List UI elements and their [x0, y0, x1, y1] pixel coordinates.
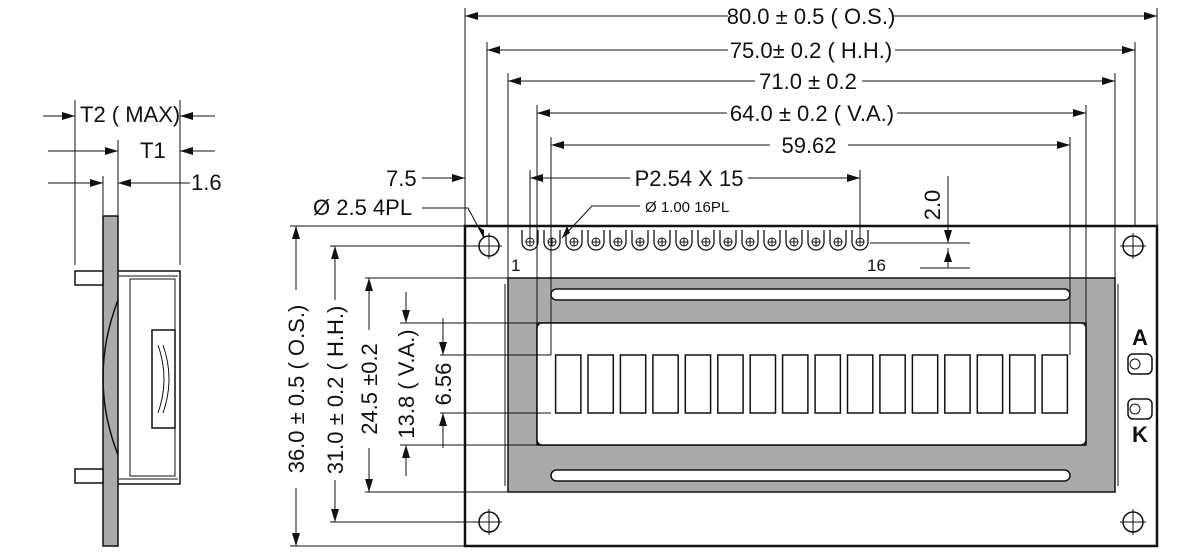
slot-top	[550, 288, 1071, 301]
pin-1-label: 1	[511, 256, 520, 275]
pin-top	[74, 270, 104, 286]
pin-pads	[521, 230, 869, 251]
character-cell	[554, 354, 582, 414]
backlight-cathode-pad	[1127, 398, 1153, 420]
character-cell	[976, 354, 1004, 414]
mount-hole-label: Ø 2.5 4PL	[313, 195, 412, 220]
pin-pad	[785, 230, 803, 251]
aa-width-label: 59.62	[781, 133, 836, 158]
viewing-area	[536, 322, 1087, 446]
character-cell	[587, 354, 615, 414]
pin-pad	[697, 230, 715, 251]
pin-pad	[587, 230, 605, 251]
pin-pad	[829, 230, 847, 251]
va-width-label: 64.0 ± 0.2 ( V.A.)	[730, 101, 894, 126]
hh-height-label: 31.0 ± 0.2 ( H.H.)	[323, 306, 348, 475]
pin-gap-label: 2.0	[920, 190, 945, 221]
t2-label: T2 ( MAX)	[80, 102, 180, 127]
hh-width-label: 75.0± 0.2 ( H.H.)	[730, 38, 892, 63]
aa-height-label: 6.56	[431, 363, 456, 406]
pcb-plate	[102, 215, 119, 547]
pcb-width-label: 71.0 ± 0.2	[759, 69, 857, 94]
horizontal-dimensions: 80.0 ± 0.5 ( O.S.) 75.0± 0.2 ( H.H.) 71.…	[313, 4, 1158, 355]
character-cell	[684, 354, 712, 414]
pin-pad	[719, 230, 737, 251]
character-cell	[879, 354, 906, 414]
t1-label: T1	[140, 138, 166, 163]
pcb-height-label: 24.5 ±0.2	[357, 343, 382, 435]
pin-pad	[543, 230, 561, 251]
pin-pad	[807, 230, 825, 251]
pin-pad	[565, 230, 583, 251]
bezel-inner	[129, 278, 176, 477]
hole-offset-label: 7.5	[386, 166, 417, 191]
character-cell	[846, 354, 874, 414]
pin-pad	[631, 230, 649, 251]
connector-spring	[157, 344, 165, 414]
mount-hole-bottom-right	[1120, 509, 1146, 535]
pin-pad	[675, 230, 693, 251]
character-cells	[554, 354, 1069, 414]
mount-hole-top-right	[1120, 233, 1146, 259]
vertical-dimensions: 36.0 ± 0.5 ( O.S.) 31.0 ± 0.2 ( H.H.) 24…	[284, 225, 551, 547]
backlight-anode-pad	[1127, 353, 1153, 375]
os-height-label: 36.0 ± 0.5 ( O.S.)	[284, 305, 309, 474]
bezel-edges	[118, 275, 178, 480]
character-cell	[911, 354, 939, 414]
character-cell	[749, 354, 777, 414]
pcb-outline	[463, 224, 1159, 548]
side-view: T2 ( MAX) T1 1.6	[43, 100, 222, 547]
anode-label: A	[1132, 325, 1148, 350]
pcb-thickness-label: 1.6	[191, 170, 222, 195]
character-cell	[1041, 354, 1069, 414]
pin-pad	[609, 230, 627, 251]
character-cell	[652, 354, 679, 414]
bezel-outline	[118, 270, 181, 485]
character-cell	[1008, 354, 1036, 414]
slot-bottom	[550, 469, 1071, 482]
pin-pad	[653, 230, 671, 251]
character-cell	[814, 354, 842, 414]
pin-16-label: 16	[867, 256, 886, 275]
character-cell	[717, 354, 744, 414]
os-width-label: 80.0 ± 0.5 ( O.S.)	[727, 4, 896, 29]
pin-pitch-label: P2.54 X 15	[635, 166, 744, 191]
pin-bottom	[74, 468, 104, 484]
character-cell	[781, 354, 809, 414]
pin-hole-label: Ø 1.00 16PL	[645, 199, 729, 216]
character-cell	[619, 354, 647, 414]
character-cell	[944, 354, 971, 414]
pin-pad	[741, 230, 759, 251]
backlight-curve	[102, 299, 119, 456]
front-view: A K	[463, 224, 1159, 548]
va-height-label: 13.8 ( V.A.)	[394, 329, 419, 438]
pin-pad	[763, 230, 781, 251]
cathode-label: K	[1132, 422, 1148, 447]
